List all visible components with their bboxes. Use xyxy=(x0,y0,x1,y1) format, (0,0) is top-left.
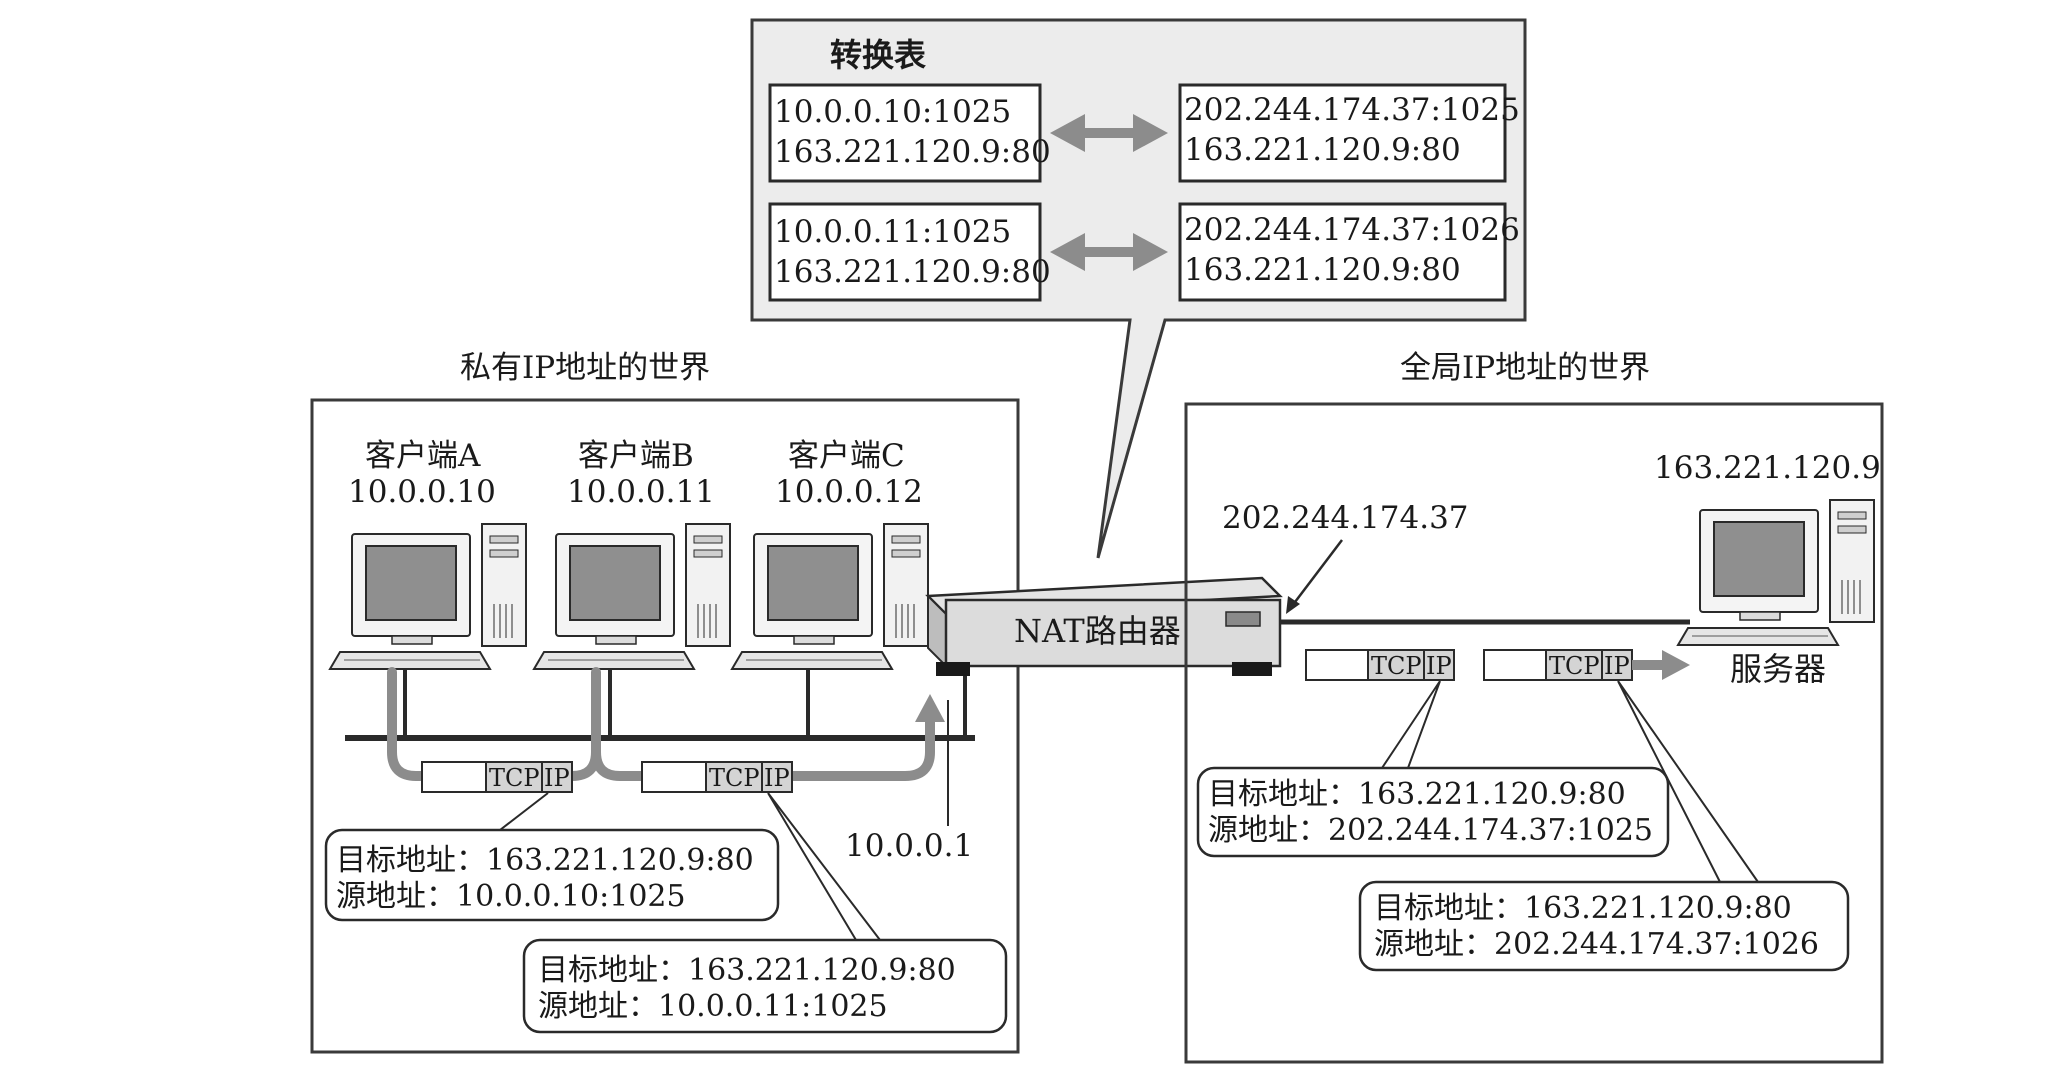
packet-flow-arrow-icon xyxy=(387,667,935,781)
packet: TCP IP xyxy=(421,761,573,793)
address-label: 目标地址：163.221.120.9:80 源地址：202.244.174.37… xyxy=(1358,880,1850,972)
client-ip: 10.0.0.11 xyxy=(567,474,715,510)
packet-ip-label: IP xyxy=(1426,652,1452,680)
packet: TCP IP xyxy=(641,761,793,793)
arrow-head-icon xyxy=(1286,596,1300,614)
translation-table-callout: 转换表 10.0.0.10:1025 163.221.120.9:80 202.… xyxy=(750,18,1527,559)
computer-icon xyxy=(731,523,929,670)
server-computer-icon xyxy=(1677,499,1875,646)
private-dest-text: 163.221.120.9:80 xyxy=(774,254,1051,290)
leader-line xyxy=(767,792,881,941)
packet-ip-label: IP xyxy=(544,764,570,792)
router-ip-pointer xyxy=(1291,539,1343,607)
client-ip: 10.0.0.10 xyxy=(348,474,496,510)
arrow-head-icon xyxy=(915,694,945,722)
dest-address: 目标地址：163.221.120.9:80 xyxy=(1208,777,1626,812)
router-label: NAT路由器 xyxy=(1014,612,1181,650)
global-socket-text: 202.244.174.37:1026 xyxy=(1184,212,1520,248)
global-dest-text: 163.221.120.9:80 xyxy=(1184,252,1461,288)
bidirectional-arrow-icon xyxy=(1050,114,1168,152)
nat-router: NAT路由器 xyxy=(925,576,1283,676)
packet-tcp-label: TCP xyxy=(1549,652,1600,680)
server-label: 服务器 xyxy=(1730,650,1826,688)
dest-address: 目标地址：163.221.120.9:80 xyxy=(336,843,754,878)
private-socket-text: 10.0.0.11:1025 xyxy=(774,214,1011,250)
dest-address: 目标地址：163.221.120.9:80 xyxy=(1374,891,1792,926)
src-address: 源地址：202.244.174.37:1025 xyxy=(1208,813,1653,848)
src-address: 源地址：202.244.174.37:1026 xyxy=(1374,927,1819,962)
global-socket-text: 202.244.174.37:1025 xyxy=(1184,92,1520,128)
src-address: 源地址：10.0.0.10:1025 xyxy=(336,879,686,914)
private-world-title: 私有IP地址的世界 xyxy=(460,350,710,386)
client-b: 客户端B 10.0.0.11 xyxy=(533,438,731,670)
packet-ip-label: IP xyxy=(1604,652,1630,680)
private-lan xyxy=(345,668,975,741)
client-ip: 10.0.0.12 xyxy=(775,474,923,510)
gateway-ip: 10.0.0.1 xyxy=(845,828,973,864)
address-label: 目标地址：163.221.120.9:80 源地址：202.244.174.37… xyxy=(1196,766,1670,858)
global-dest-text: 163.221.120.9:80 xyxy=(1184,132,1461,168)
translation-table-title: 转换表 xyxy=(830,36,926,74)
client-a: 客户端A 10.0.0.10 xyxy=(329,438,527,670)
packet: TCP IP xyxy=(1305,649,1455,681)
server-ip: 163.221.120.9 xyxy=(1654,450,1881,486)
private-dest-text: 163.221.120.9:80 xyxy=(774,134,1051,170)
address-label: 目标地址：163.221.120.9:80 源地址：10.0.0.11:1025 xyxy=(522,938,1008,1034)
src-address: 源地址：10.0.0.11:1025 xyxy=(538,989,888,1024)
packet-tcp-label: TCP xyxy=(709,764,760,792)
client-c: 客户端C 10.0.0.12 xyxy=(731,438,929,670)
private-socket-text: 10.0.0.10:1025 xyxy=(774,94,1011,130)
global-world-title: 全局IP地址的世界 xyxy=(1400,350,1650,386)
router-global-ip: 202.244.174.37 xyxy=(1222,500,1469,536)
leader-line xyxy=(1617,680,1759,883)
dest-address: 目标地址：163.221.120.9:80 xyxy=(538,953,956,988)
table-row: 10.0.0.11:1025 163.221.120.9:80 202.244.… xyxy=(768,202,1520,302)
bidirectional-arrow-icon xyxy=(1050,233,1168,271)
computer-icon xyxy=(329,523,527,670)
leader-line xyxy=(499,792,549,831)
leader-line xyxy=(1381,680,1441,769)
packet-tcp-label: TCP xyxy=(489,764,540,792)
packet-ip-label: IP xyxy=(764,764,790,792)
client-name: 客户端B xyxy=(578,438,694,474)
client-name: 客户端C xyxy=(788,438,905,474)
packet-tcp-label: TCP xyxy=(1371,652,1422,680)
global-world-frame xyxy=(1184,402,1884,1064)
private-world-frame xyxy=(310,398,1020,1054)
packet-flow-arrow-icon xyxy=(1632,650,1690,680)
address-label: 目标地址：163.221.120.9:80 源地址：10.0.0.10:1025 xyxy=(324,828,780,922)
packet: TCP IP xyxy=(1483,649,1633,681)
client-name: 客户端A xyxy=(365,438,481,474)
computer-icon xyxy=(533,523,731,670)
table-row: 10.0.0.10:1025 163.221.120.9:80 202.244.… xyxy=(768,83,1520,183)
